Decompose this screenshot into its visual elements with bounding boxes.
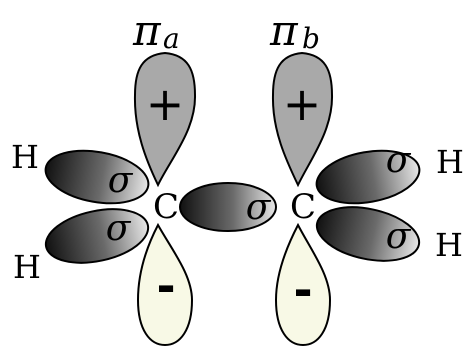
- sigma-lobe-bottom-right: [315, 206, 421, 262]
- sigma-label-top-left: σ: [108, 160, 134, 201]
- sigma-lobe-top-right: [315, 149, 421, 205]
- pi-b-label: π: [269, 6, 299, 55]
- pi-a-lower-lobe: [136, 222, 194, 347]
- sigma-lobe-bottom-left: [44, 208, 150, 264]
- sigma-label-cc: σ: [246, 187, 272, 228]
- hydrogen-bottom-right-label: H: [435, 226, 463, 264]
- pi-b-minus-sign: -: [293, 263, 312, 317]
- sigma-label-bottom-left: σ: [106, 208, 132, 249]
- pi-a-upper-lobe: [133, 51, 197, 188]
- sigma-label-bottom-right: σ: [386, 216, 412, 257]
- pi-b-subscript: b: [302, 22, 320, 55]
- pi-b-orbital: [271, 51, 334, 347]
- pi-a-subscript: a: [163, 22, 180, 55]
- sigma-lobe-cc: [179, 182, 277, 232]
- hydrogen-top-left-label: H: [11, 138, 39, 176]
- carbon-left-label: C: [153, 187, 179, 227]
- pi-a-minus-sign: -: [156, 259, 175, 313]
- pi-a-orbital: [133, 51, 197, 347]
- pi-a-plus-sign: +: [146, 77, 185, 131]
- carbon-right-label: C: [290, 187, 316, 227]
- hydrogen-top-right-label: H: [436, 143, 464, 181]
- pi-b-plus-sign: +: [283, 77, 322, 131]
- hydrogen-bottom-left-label: H: [13, 248, 41, 286]
- sigma-label-top-right: σ: [386, 140, 412, 181]
- pi-b-upper-lobe: [271, 51, 334, 188]
- pi-b-lower-lobe: [274, 222, 332, 347]
- sigma-lobe-top-left: [44, 149, 150, 205]
- pi-a-label: π: [132, 6, 162, 55]
